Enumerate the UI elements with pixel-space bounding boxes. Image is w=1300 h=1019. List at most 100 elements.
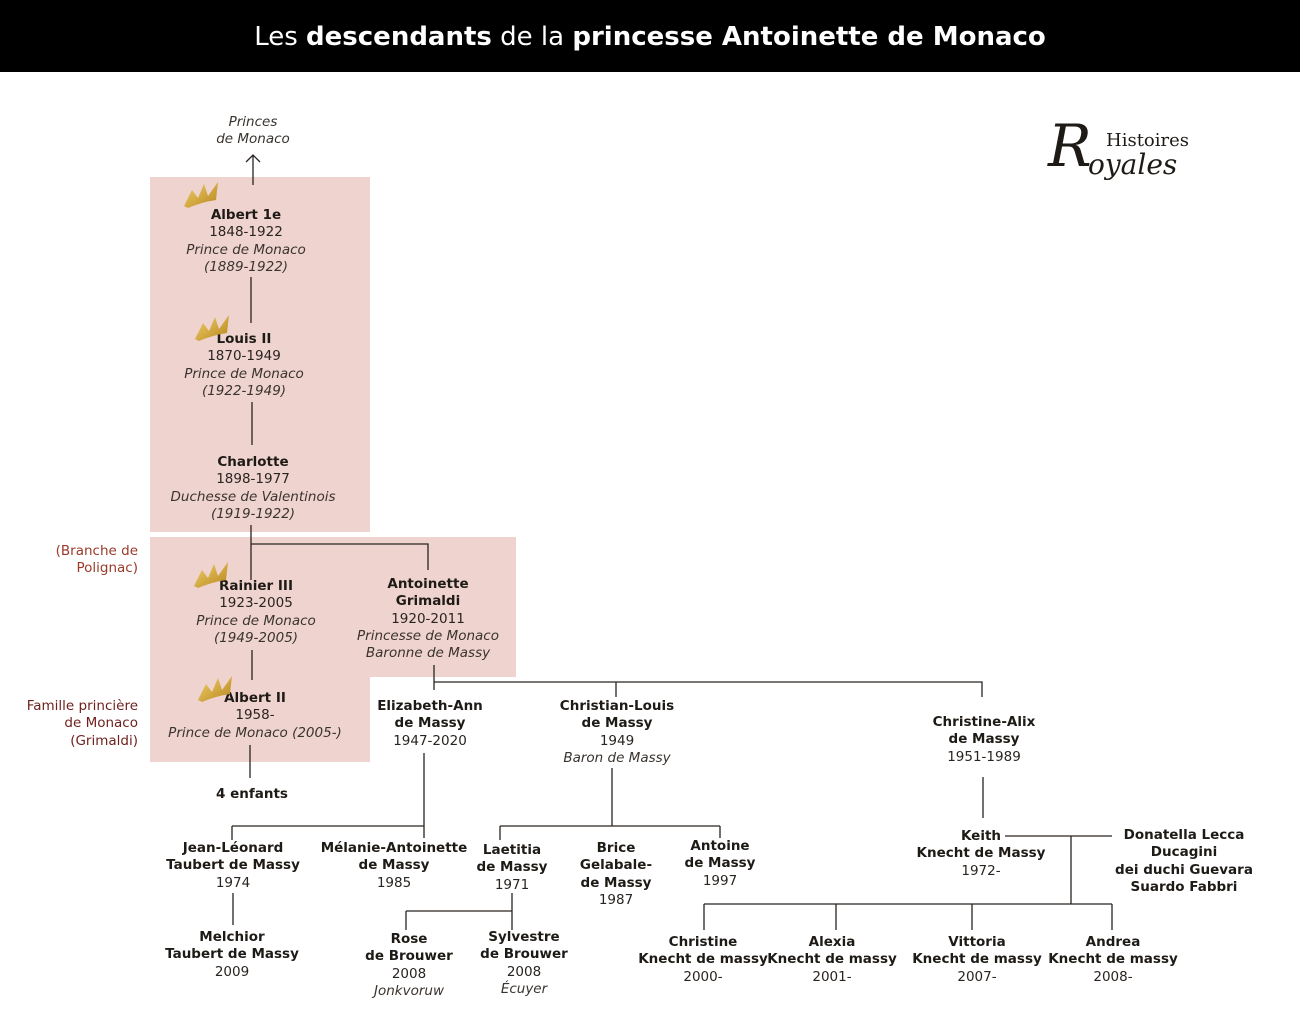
pink-panel-grimaldi xyxy=(150,537,370,762)
person-name: Laetitia xyxy=(482,842,542,858)
person-name: Antoinette xyxy=(387,576,469,592)
person-title: Écuyer xyxy=(500,980,548,997)
pink-panel-antoinette xyxy=(370,537,516,677)
person-title: (1922-1949) xyxy=(201,382,287,399)
pink-panel-princes xyxy=(150,177,370,532)
ancestors-label-line: de Monaco xyxy=(216,131,290,148)
person-name: Jean-Léonard xyxy=(182,840,284,856)
person-dates: 1985 xyxy=(376,874,412,891)
person-title: Prince de Monaco xyxy=(184,365,304,382)
person-name: Antoine xyxy=(690,838,750,854)
person-name: Knecht de massy xyxy=(1048,951,1178,968)
person-dates: 1898-1977 xyxy=(216,471,290,488)
person-name: de Massy xyxy=(684,855,756,872)
person-title: Prince de Monaco xyxy=(196,612,316,629)
person-name: dei duchi Guevara xyxy=(1115,861,1253,878)
person-dates: 1923-2005 xyxy=(219,595,293,612)
side-label-polignac: (Branche de Polignac) xyxy=(8,543,138,578)
person-title: Jonkvoruw xyxy=(373,982,444,999)
person-dates: 1870-1949 xyxy=(207,348,281,365)
side-label-line: (Grimaldi) xyxy=(70,732,138,749)
person-name: Knecht de massy xyxy=(638,951,768,968)
person-name: Donatella Lecca xyxy=(1123,827,1245,843)
person-title: Baron de Massy xyxy=(563,749,671,766)
person-name: 4 enfants xyxy=(216,786,288,802)
title-text: Les xyxy=(254,22,307,52)
person-dates: 2008 xyxy=(391,965,427,982)
person-enfants: 4 enfants xyxy=(132,786,372,803)
title-text: de la xyxy=(491,22,573,52)
person-name: Rose xyxy=(390,931,428,947)
side-label-grimaldi: Famille princière de Monaco (Grimaldi) xyxy=(8,698,138,750)
crown-icon xyxy=(182,180,222,210)
title-bar: Les descendants de la princesse Antoinet… xyxy=(0,0,1300,72)
person-dates: 1972- xyxy=(961,862,1001,879)
person-name: Melchior xyxy=(199,929,265,945)
person-dates: 1951-1989 xyxy=(947,748,1021,765)
person-title: Baronne de Massy xyxy=(365,645,491,662)
person-name: de Brouwer xyxy=(365,948,453,965)
side-label-line: Famille princière xyxy=(26,698,138,714)
title-text-bold: princesse Antoinette de Monaco xyxy=(572,22,1046,52)
person-dates: 1987 xyxy=(598,891,634,908)
person-name: Rainier III xyxy=(219,578,293,594)
side-label-line: (Branche de xyxy=(55,543,138,559)
person-dates: 1920-2011 xyxy=(391,610,465,627)
person-name: Albert 1e xyxy=(210,207,282,223)
person-name: Christine-Alix xyxy=(932,714,1036,730)
person-name: Alexia xyxy=(808,934,856,950)
person-name: Taubert de Massy xyxy=(165,946,299,963)
person-title: (1949-2005) xyxy=(213,629,299,646)
person-name: de Massy xyxy=(394,715,466,732)
side-label-line: de Monaco xyxy=(64,715,138,732)
person-name: de Massy xyxy=(948,731,1020,748)
ancestors-label-line: Princes xyxy=(228,114,278,130)
person-name: Knecht de massy xyxy=(912,951,1042,968)
person-title: (1889-1922) xyxy=(203,258,289,275)
person-name: Ducagini xyxy=(1150,844,1218,861)
person-dates: 2000- xyxy=(683,968,723,985)
person-name: Christine xyxy=(668,934,738,950)
person-name: Keith xyxy=(960,828,1002,844)
crown-icon xyxy=(192,560,232,590)
person-name: Knecht de Massy xyxy=(916,845,1046,862)
person-name: Albert II xyxy=(224,690,286,706)
side-label-line: Polignac) xyxy=(76,560,138,577)
person-name: Andrea xyxy=(1085,934,1141,950)
person-dates: 1848-1922 xyxy=(209,224,283,241)
person-dates: 1947-2020 xyxy=(393,732,467,749)
person-name: de Massy xyxy=(358,857,430,874)
crown-icon xyxy=(196,674,236,704)
person-title: Duchesse de Valentinois xyxy=(170,488,336,505)
person-name: de Massy xyxy=(581,715,653,732)
person-title: (1919-1922) xyxy=(210,505,296,522)
person-title: Princesse de Monaco xyxy=(357,627,499,644)
person-name: Elizabeth-Ann xyxy=(377,698,483,714)
person-title: Prince de Monaco xyxy=(186,241,306,258)
title-text-bold: descendants xyxy=(306,22,492,52)
person-dates: 1971 xyxy=(494,876,530,893)
